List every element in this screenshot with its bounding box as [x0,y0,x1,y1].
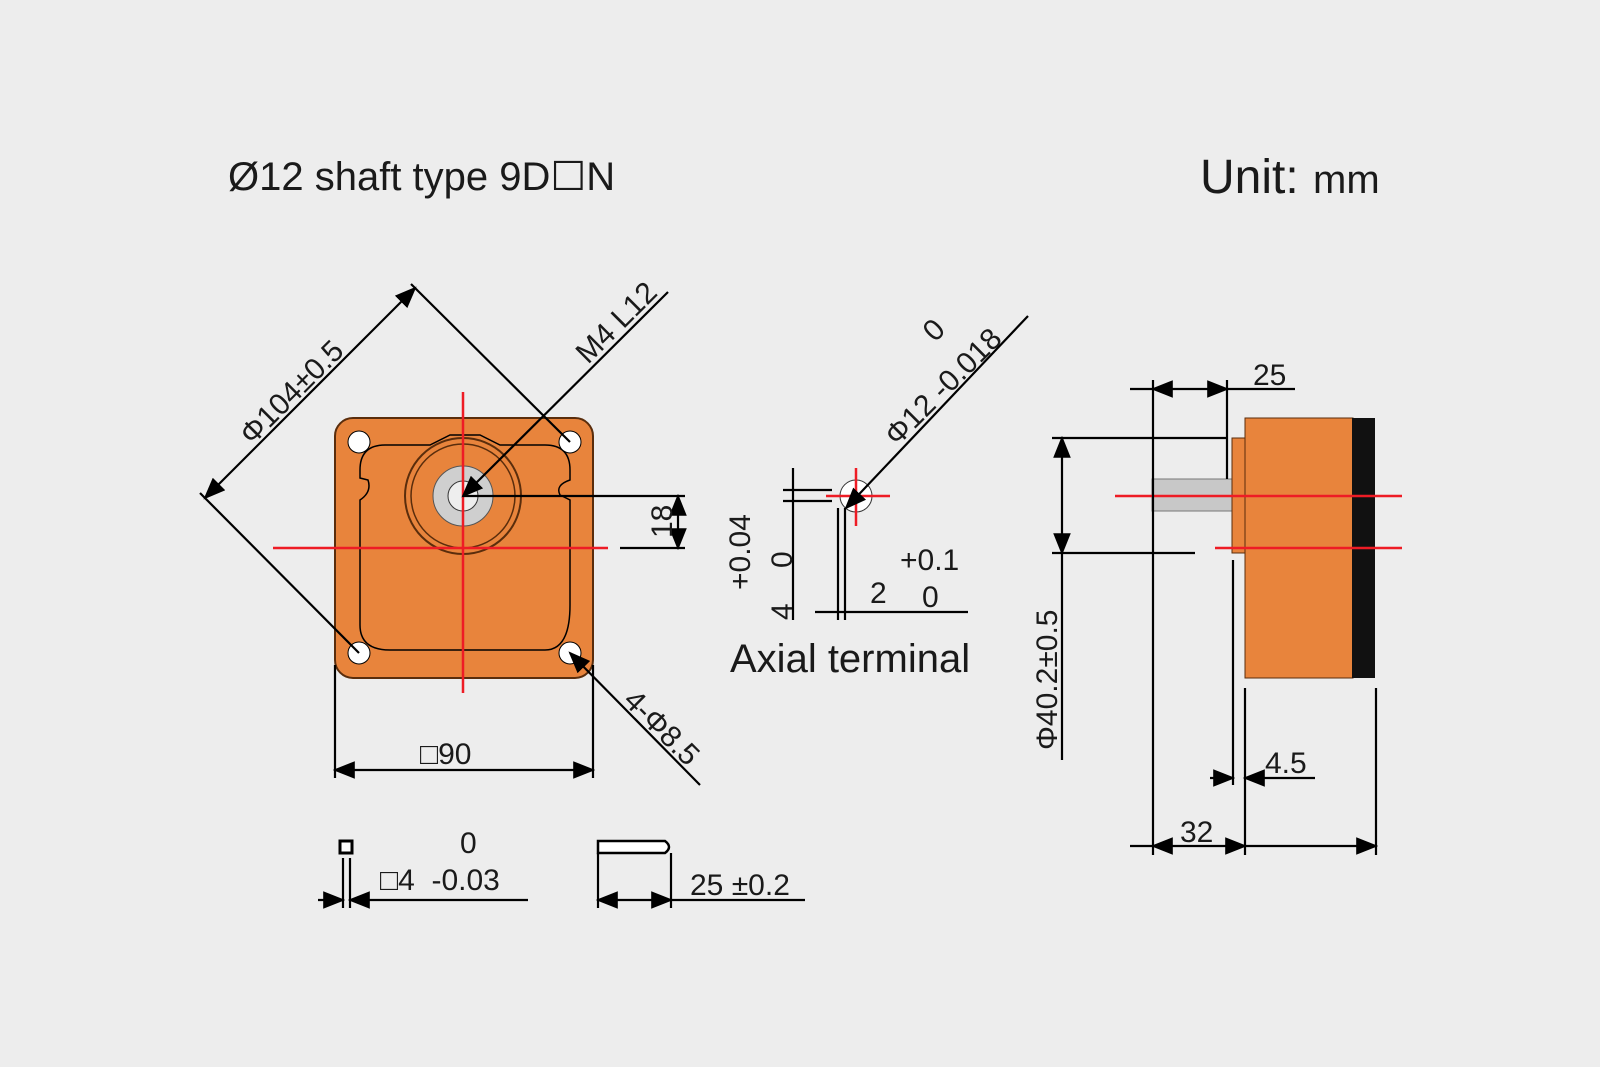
drawing-title: Ø12 shaft type 9D☐N [228,155,615,199]
shaft-length-dimension: 25 [1253,359,1286,392]
screw-callout: M4 L12 [570,276,664,370]
mount-hole [347,430,371,454]
key-depth: 4 [766,603,799,620]
key-detail: 0 □4 -0.03 25 ±0.2 [318,827,805,909]
key-tol-upper: 0 [460,827,477,860]
front-view: Φ104±0.5 M4 L12 18 □90 4-Φ8.5 [199,276,706,786]
square-dimension: □90 [420,738,472,771]
key-tol-lower: 0 [766,551,799,568]
key-size: □4 -0.03 [380,864,500,897]
side-view: 25 Φ40.2±0.5 4.5 32 [1031,359,1402,855]
offset-dimension: 18 [646,505,679,538]
holes-dimension: 4-Φ8.5 [617,684,706,773]
key-side [596,839,671,855]
axial-terminal-detail: 0 Φ12 -0.018 +0.04 0 4 2 +0.1 0 Axial te… [724,313,1029,681]
key-tol-upper: +0.04 [724,514,757,590]
pilot-diameter: Φ40.2±0.5 [1031,610,1064,751]
flat-tol-upper: +0.1 [900,544,959,577]
unit-value: mm [1313,158,1380,202]
length-dimension: 32 [1180,816,1213,849]
flat-width: 2 [870,577,887,610]
flange-dimension: 4.5 [1265,747,1307,780]
shaft-tol-upper: 0 [917,313,952,348]
unit-label: Unit: [1200,151,1299,204]
flat-tol-lower: 0 [922,581,939,614]
pcd-dimension: Φ104±0.5 [234,334,351,451]
face-outline [359,434,571,651]
axial-terminal-caption: Axial terminal [730,637,970,681]
key-section [338,839,354,855]
key-length: 25 ±0.2 [690,869,790,902]
